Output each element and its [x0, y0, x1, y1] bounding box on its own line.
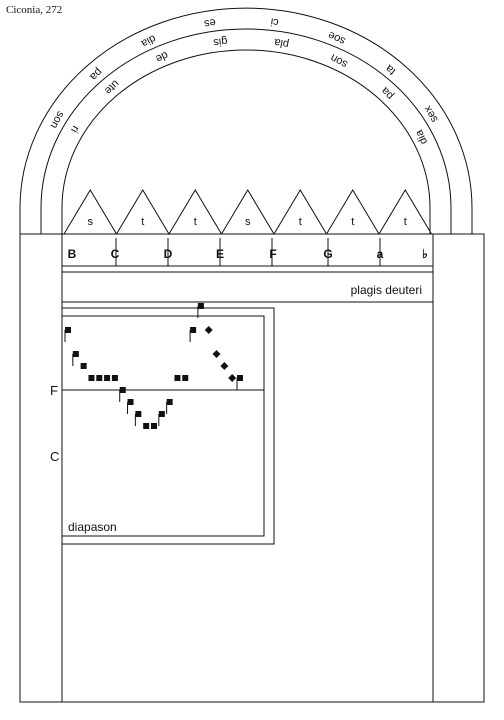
- punctum-note: [104, 375, 111, 381]
- clef-label-c: C: [50, 449, 59, 464]
- virga-note: [197, 303, 204, 309]
- interval-label: t: [299, 216, 302, 228]
- figure-caption: Ciconia, 272: [6, 4, 63, 16]
- arch-middle: [40, 28, 452, 234]
- interval-triangle: [378, 189, 433, 235]
- rhombus-note: [212, 350, 221, 358]
- interval-label: s: [245, 216, 251, 228]
- punctum-note: [143, 423, 150, 429]
- virga-note: [65, 327, 71, 333]
- arch-word: es: [203, 16, 217, 30]
- interval-triangle: [115, 189, 170, 235]
- scale-letter: G: [323, 247, 332, 261]
- arch-word: ta: [383, 62, 399, 78]
- virga-note: [166, 399, 173, 405]
- rhombus-note: [204, 326, 213, 334]
- arch-word: son: [328, 51, 349, 70]
- arch-word: ci: [270, 15, 279, 28]
- rhombus-note: [228, 374, 237, 382]
- diagram-labels: plagis deuteri diapason F C: [50, 283, 422, 534]
- punctum-note: [88, 375, 95, 381]
- arch-text: sextasoeciesdiapasondiapasonplagisdeuter…: [48, 15, 441, 146]
- arch-word: gis: [212, 35, 228, 49]
- punctum-note: [80, 363, 87, 369]
- neume-notes: [64, 303, 243, 429]
- punctum-note: [111, 375, 118, 381]
- diapason-box-outer: [61, 307, 275, 545]
- virga-note: [158, 411, 165, 417]
- scale-letter: E: [216, 247, 224, 261]
- scale-letter: ♭: [422, 247, 428, 261]
- scale-letter: C: [111, 247, 120, 261]
- interval-label: t: [404, 216, 407, 228]
- rhombus-note: [220, 362, 229, 370]
- interval-triangle: [325, 189, 380, 235]
- punctum-note: [151, 423, 157, 429]
- interval-label: t: [141, 216, 144, 228]
- interval-triangle: [273, 189, 328, 235]
- arch-word: son: [48, 109, 67, 130]
- arch-inner: [61, 49, 431, 234]
- arch-word: pla: [272, 36, 290, 51]
- interval-label: s: [88, 216, 94, 228]
- virga-note: [135, 411, 142, 417]
- arch-word: de: [154, 49, 170, 65]
- arch-word: ri: [68, 124, 81, 135]
- interval-triangle: [63, 189, 118, 235]
- virga-note: [119, 387, 126, 393]
- virga-note: [127, 399, 134, 405]
- interval-triangle: [220, 189, 275, 235]
- punctum-note: [182, 375, 189, 381]
- punctum-note: [174, 375, 181, 381]
- interval-label: t: [194, 216, 197, 228]
- arch-word: sex: [421, 103, 440, 124]
- virga-note: [190, 327, 197, 333]
- arch-word: dia: [413, 127, 430, 146]
- outer-frame: [19, 233, 485, 703]
- interval-label: t: [351, 216, 354, 228]
- virga-note: [237, 375, 243, 381]
- interval-triangle: [168, 189, 223, 235]
- diapason-box-inner: [61, 315, 265, 537]
- scale-letter: B: [68, 247, 77, 261]
- arch-word: pa: [378, 84, 396, 102]
- punctum-note: [96, 375, 103, 381]
- region-label: plagis deuteri: [351, 283, 422, 297]
- scale-letter: D: [164, 247, 173, 261]
- scale-letter: F: [269, 247, 276, 261]
- box-label: diapason: [68, 520, 117, 534]
- virga-note: [72, 351, 79, 357]
- clef-label-f: F: [50, 383, 58, 398]
- arch-outer: [19, 7, 473, 234]
- scale-letter: a: [377, 247, 384, 261]
